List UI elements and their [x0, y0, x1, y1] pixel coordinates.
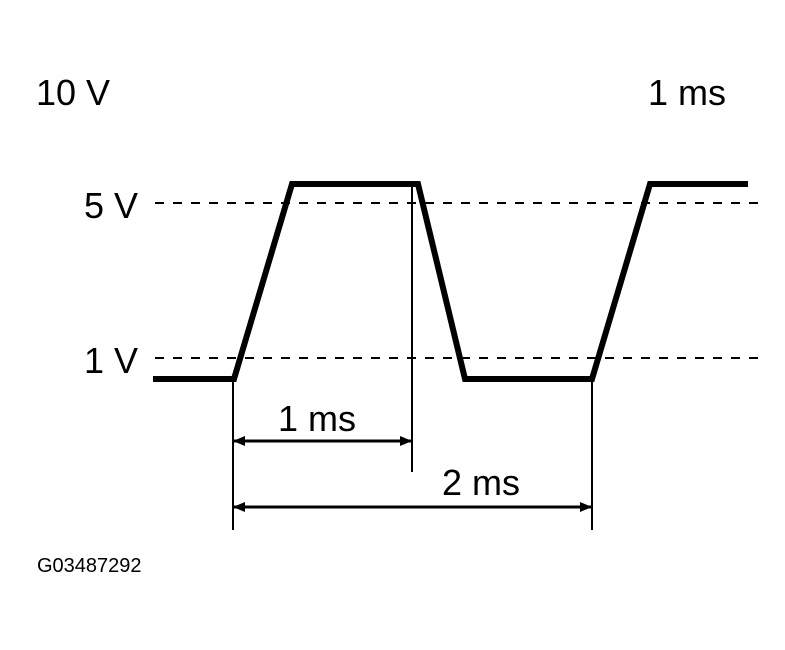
low-level-label: 1 V [84, 340, 139, 381]
signal-waveform [153, 181, 748, 382]
high-level-label: 5 V [84, 185, 139, 226]
period-label: 2 ms [442, 462, 521, 503]
figure-id-label: G03487292 [37, 555, 142, 577]
time-scale-label: 1 ms [648, 72, 727, 113]
voltage-scale-label: 10 V [36, 72, 111, 113]
pulse-width-label: 1 ms [278, 398, 357, 439]
